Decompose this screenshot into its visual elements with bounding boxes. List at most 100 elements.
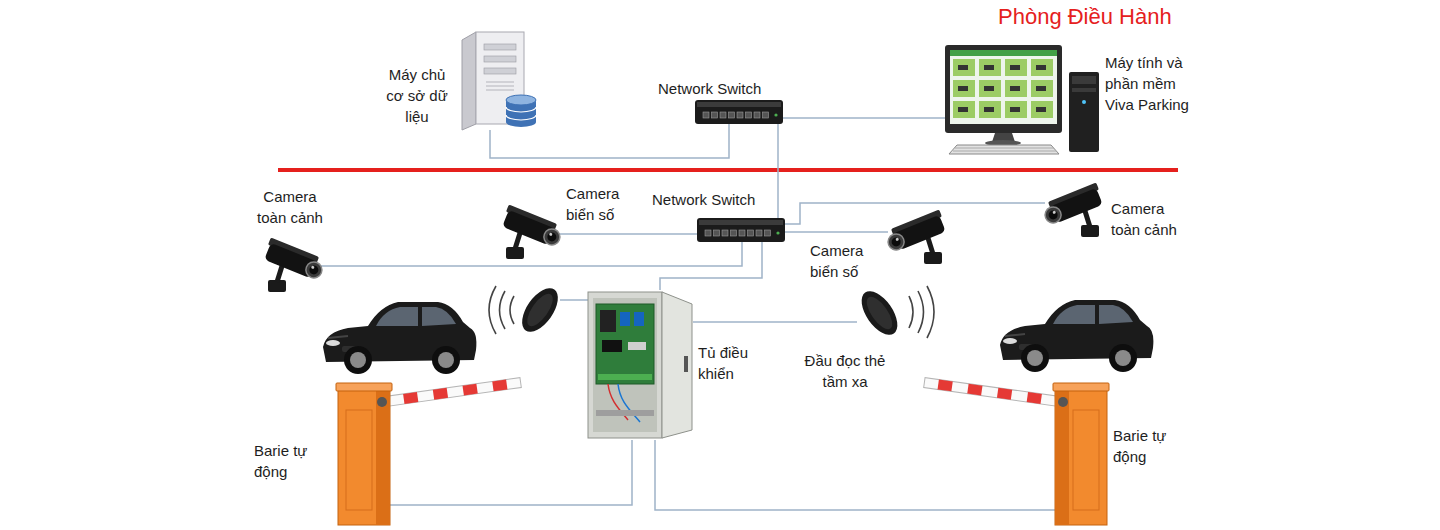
- icon-part: [377, 397, 387, 407]
- icon-part: [1031, 101, 1053, 118]
- device-illustration: [588, 290, 693, 440]
- reader-wire: [560, 299, 588, 301]
- icon-part: [403, 392, 418, 404]
- device-label: Camera biển số: [810, 240, 880, 282]
- icon-part: [958, 107, 968, 112]
- icon-part: [979, 59, 1001, 76]
- device-illustration: [945, 42, 1100, 155]
- icon-part: [756, 230, 762, 236]
- device-label: Camera biển số: [566, 183, 638, 225]
- icon-part: [855, 285, 905, 341]
- icon-part: [684, 356, 688, 372]
- icon-part: [620, 312, 630, 326]
- device-label: Đầu đọc thẻ tầm xa: [795, 350, 895, 392]
- car: [323, 302, 476, 374]
- icon-part: [927, 286, 934, 338]
- icon-part: [1031, 80, 1053, 97]
- icon-part: [515, 282, 565, 338]
- icon-part: [308, 264, 320, 276]
- device-illustration: [338, 380, 390, 525]
- icon-part: [628, 342, 646, 350]
- icon-part: [463, 384, 478, 396]
- divider-line: [278, 168, 1178, 172]
- icon-part: [1055, 388, 1069, 525]
- icon-part: [776, 231, 779, 234]
- icon-part: [549, 232, 553, 236]
- icon-part: [486, 90, 514, 91]
- icon-part: [662, 292, 692, 438]
- icon-part: [484, 68, 516, 74]
- icon-part: [303, 260, 324, 281]
- network-wire: [783, 117, 945, 119]
- icon-part: [506, 95, 536, 105]
- icon-part: [500, 291, 506, 329]
- icon-part: [699, 220, 783, 225]
- device-icon: [695, 100, 783, 124]
- icon-part: [984, 107, 994, 112]
- device-icon: [462, 32, 536, 130]
- icon-part: [697, 102, 781, 107]
- icon-part: [697, 218, 785, 242]
- icon-group: [262, 237, 326, 281]
- device-label: Network Switch: [658, 78, 761, 99]
- icon-part: [705, 230, 711, 236]
- device-icon: [924, 378, 1109, 525]
- icon-part: [945, 45, 1062, 133]
- device-illustration: [888, 210, 948, 266]
- device-node: Camera biển số: [888, 210, 948, 266]
- network-wire: [560, 233, 697, 235]
- network-wire: [490, 124, 729, 158]
- icon-part: [1010, 86, 1020, 91]
- device-node: Camera toàn cảnh: [262, 238, 318, 294]
- device-icon: [500, 204, 564, 259]
- device-node: Network Switch: [695, 100, 783, 124]
- icon-part: [984, 65, 994, 70]
- device-illustration: [1055, 380, 1107, 525]
- icon-part: [596, 304, 654, 384]
- icon-part: [311, 265, 315, 269]
- icon-part: [695, 100, 783, 124]
- icon-part: [598, 374, 652, 380]
- device-icon: [883, 209, 947, 264]
- icon-part: [714, 230, 720, 236]
- icon-part: [950, 50, 1057, 124]
- device-icon: [855, 285, 905, 341]
- device-icon: [588, 292, 692, 438]
- icon-part: [774, 113, 777, 116]
- icon-part: [634, 312, 644, 326]
- device-illustration: [500, 205, 560, 258]
- icon-part: [1031, 59, 1053, 76]
- icon-part: [1036, 86, 1046, 91]
- device-label: Camera toàn cảnh: [250, 186, 330, 228]
- icon-part: [1005, 59, 1027, 76]
- icon-part: [381, 378, 521, 407]
- icon-part: [506, 115, 536, 120]
- icon-part: [746, 112, 752, 118]
- icon-part: [1036, 107, 1046, 112]
- icon-part: [1027, 392, 1042, 404]
- device-illustration: [460, 30, 540, 130]
- icon-part: [763, 112, 769, 118]
- icon-part: [712, 112, 718, 118]
- icon-part: [486, 82, 514, 83]
- device-node: Máy chủ cơ sở dữ liệu: [460, 30, 540, 130]
- icon-group: [500, 204, 564, 248]
- icon-part: [955, 148, 1054, 149]
- icon-part: [1085, 211, 1090, 227]
- icon-part: [376, 388, 390, 525]
- device-node: Network Switch: [697, 218, 785, 242]
- icon-part: [984, 86, 994, 91]
- device-illustration: [857, 288, 902, 338]
- icon-part: [486, 86, 514, 87]
- icon-group: [924, 378, 1064, 407]
- icon-part: [748, 230, 754, 236]
- icon-part: [895, 237, 899, 241]
- device-label: Máy tính và phần mềm Viva Parking: [1105, 52, 1201, 115]
- icon-group: [1040, 182, 1104, 226]
- icon-part: [277, 266, 282, 282]
- icon-group: [381, 378, 521, 407]
- device-node: Máy tính và phần mềm Viva Parking: [945, 42, 1100, 155]
